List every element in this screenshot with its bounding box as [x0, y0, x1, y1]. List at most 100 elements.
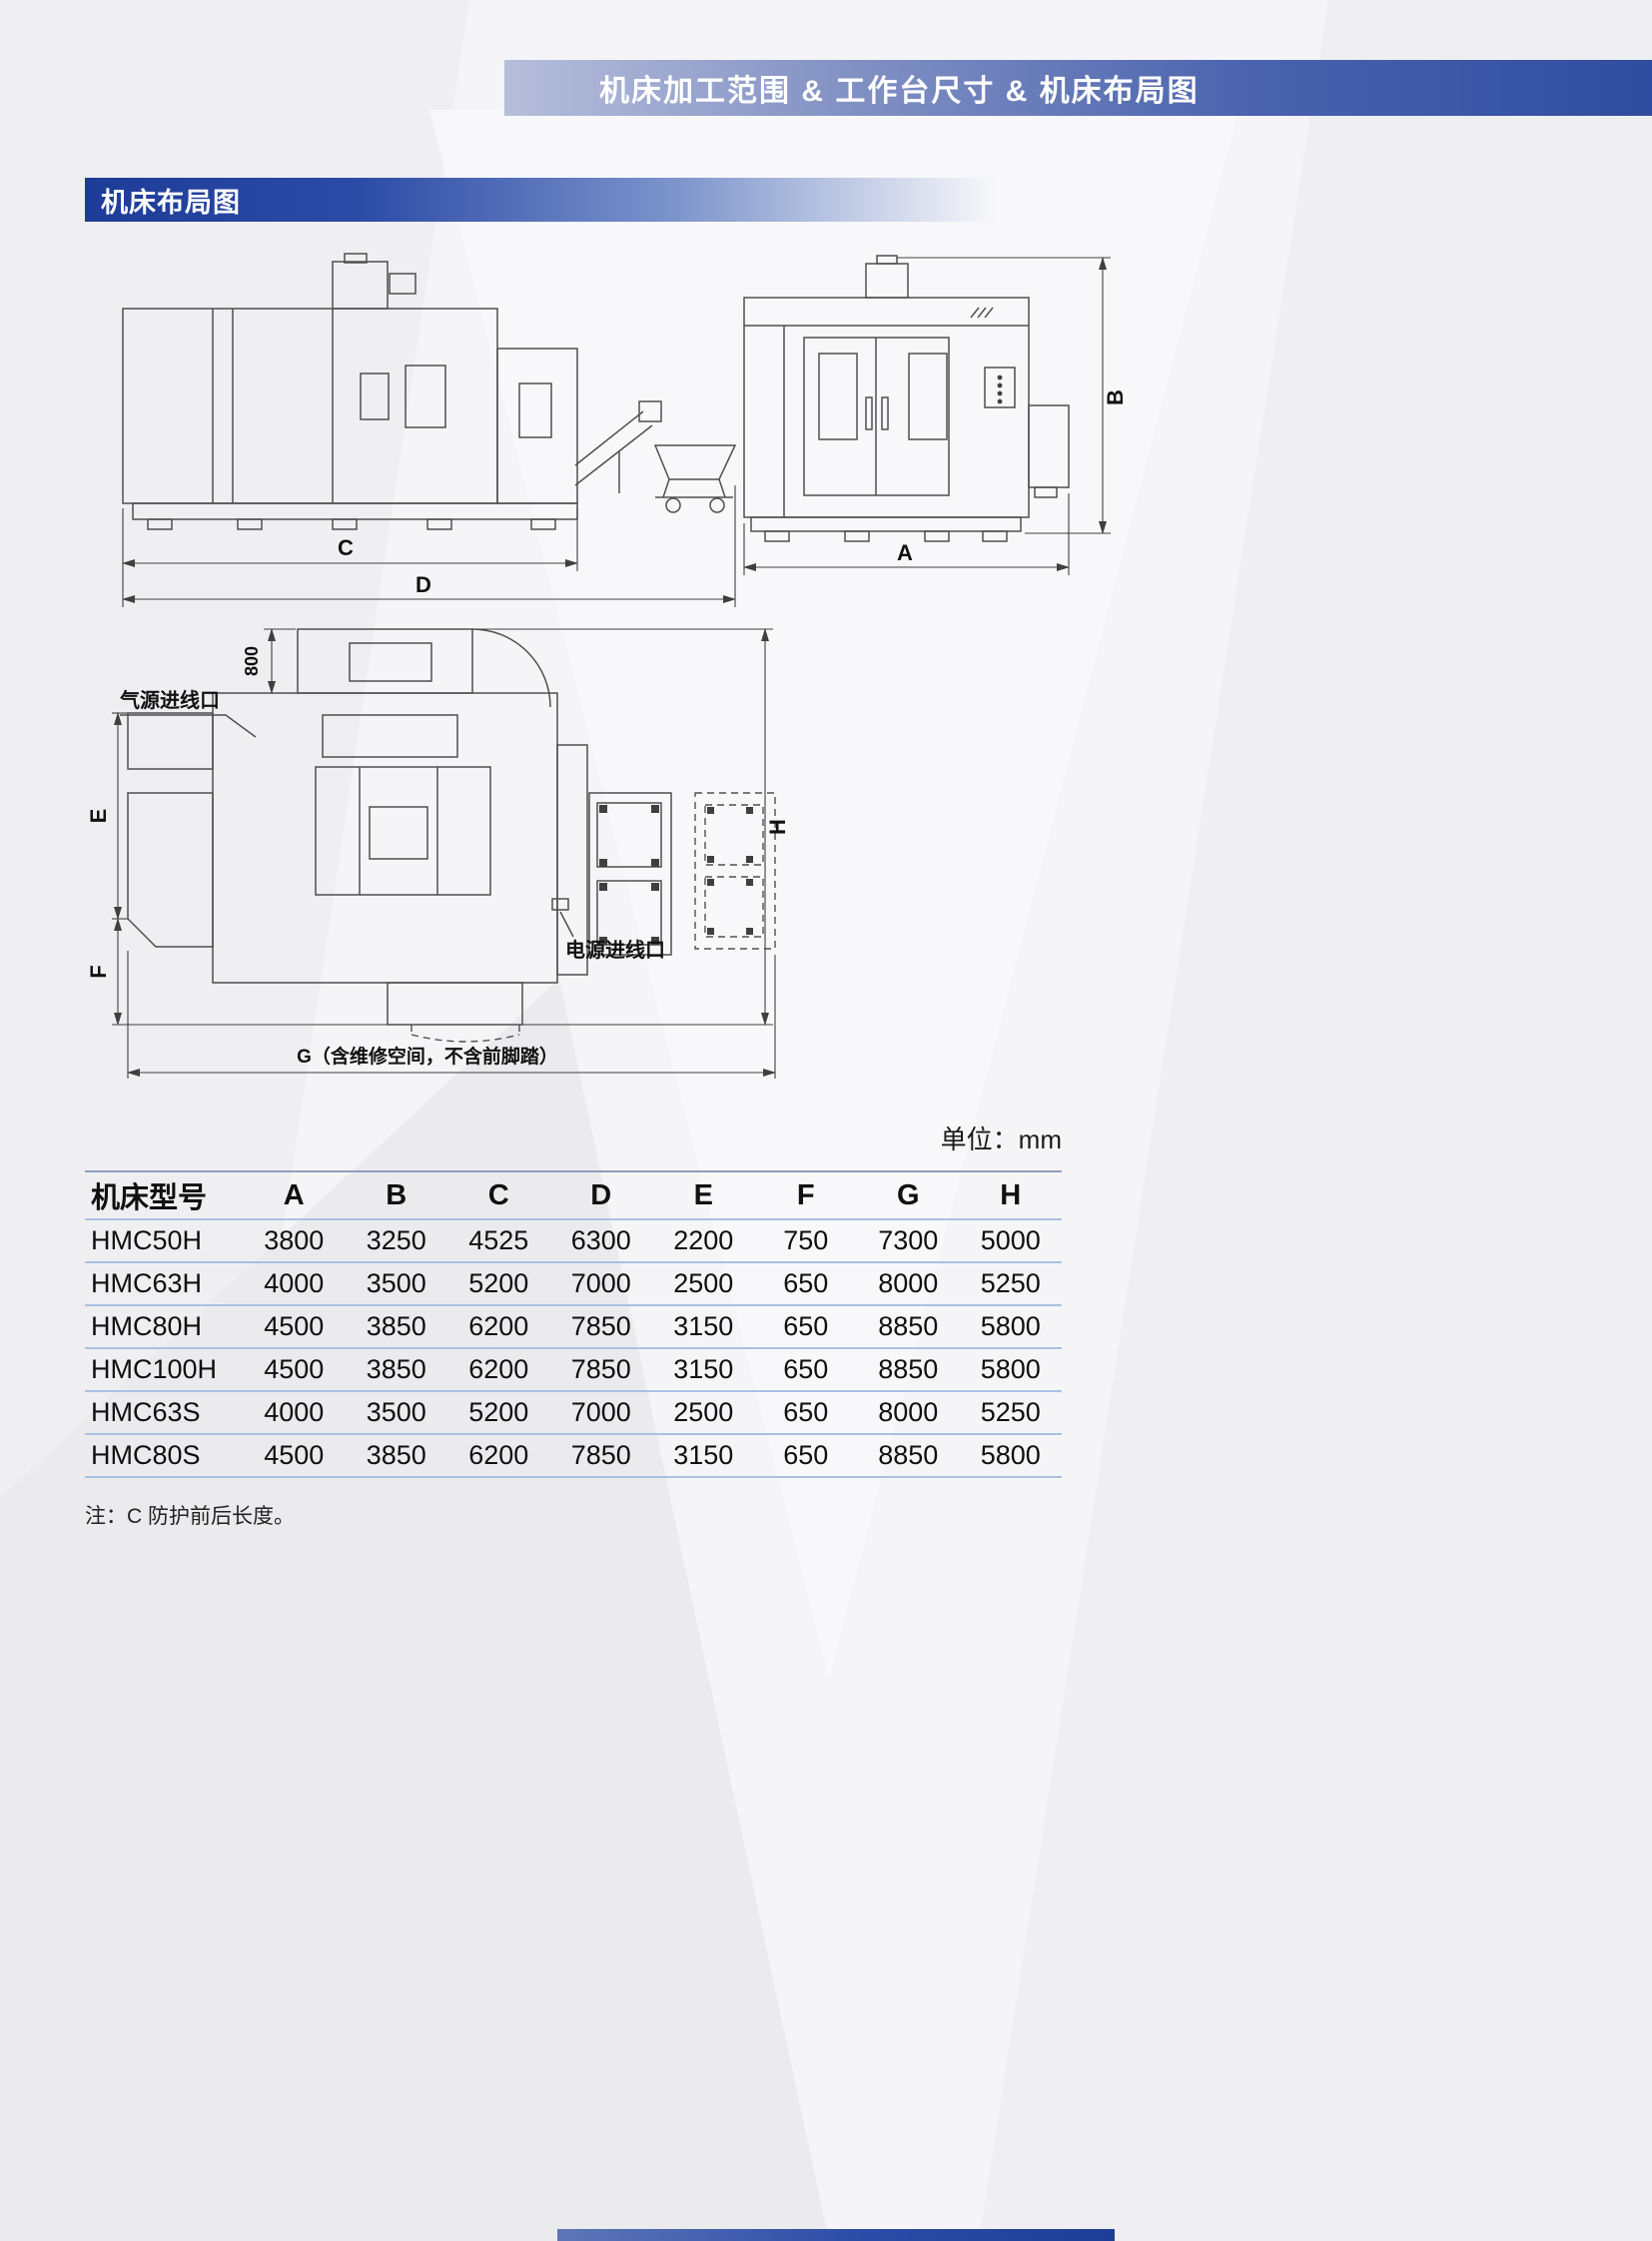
dim-label-e: E [86, 809, 111, 824]
brand-logo-mark [970, 307, 994, 319]
table-cell: 650 [754, 1434, 857, 1478]
col-header-h: H [959, 1170, 1062, 1220]
machine-front-view-drawing: A B [719, 255, 1129, 600]
dim-label-f: F [86, 965, 111, 978]
col-header-a: A [243, 1170, 346, 1220]
table-cell: 6300 [549, 1219, 652, 1263]
model-cell: HMC63H [85, 1262, 243, 1306]
table-cell: 5800 [959, 1348, 1062, 1392]
col-header-c: C [447, 1170, 550, 1220]
col-header-f: F [754, 1170, 857, 1220]
air-inlet-leader-line [120, 714, 257, 738]
table-cell: 7850 [549, 1434, 652, 1478]
table-cell: 7850 [549, 1348, 652, 1392]
dim-label-d: D [415, 572, 431, 597]
table-cell: 650 [754, 1391, 857, 1435]
machine-top-view-drawing: 800 E F H G（含维修空间，不含前脚踏） 气源进线口 电源进线口 [86, 615, 797, 1090]
table-cell: 2200 [652, 1219, 755, 1263]
model-cell: HMC80H [85, 1305, 243, 1349]
table-cell: 8000 [857, 1262, 960, 1306]
table-cell: 4500 [243, 1348, 346, 1392]
power-inlet-connector [551, 898, 569, 911]
table-cell: 4525 [447, 1219, 550, 1263]
table-row: HMC63H 4000 3500 5200 7000 2500 650 8000… [85, 1262, 1062, 1306]
machine-side-view-drawing: C D [108, 253, 737, 625]
table-cell: 5250 [959, 1262, 1062, 1306]
table-cell: 5800 [959, 1305, 1062, 1349]
table-cell: 3500 [345, 1262, 447, 1306]
side-view-dimension-lines [122, 485, 736, 607]
top-view-dimension-lines [112, 628, 776, 1079]
table-header-row: 机床型号 A B C D E F G H [85, 1170, 1062, 1220]
dim-label-g: G（含维修空间，不含前脚踏） [297, 1045, 558, 1068]
table-cell: 6200 [447, 1305, 550, 1349]
door-swing-arc-top [471, 628, 551, 708]
top-view-svg: 800 E F H G（含维修空间，不含前脚踏） 气源进线口 电源进线口 [86, 628, 790, 1079]
footnote: 注：C 防护前后长度。 [85, 1505, 295, 1528]
col-header-d: D [549, 1170, 652, 1220]
table-cell: 3850 [345, 1434, 447, 1478]
optional-pallet-station [411, 792, 776, 1043]
table-row: HMC63S 4000 3500 5200 7000 2500 650 8000… [85, 1391, 1062, 1435]
table-cell: 2500 [652, 1262, 755, 1306]
dim-label-800: 800 [242, 646, 262, 676]
table-cell: 5200 [447, 1262, 550, 1306]
table-cell: 4500 [243, 1434, 346, 1478]
table-cell: 8850 [857, 1305, 960, 1349]
table-cell: 3800 [243, 1219, 346, 1263]
col-header-model: 机床型号 [85, 1170, 243, 1220]
dim-label-c: C [338, 535, 354, 560]
table-cell: 750 [754, 1219, 857, 1263]
table-cell: 7000 [549, 1262, 652, 1306]
table-cell: 5000 [959, 1219, 1062, 1263]
pallet-corner-clamps [599, 805, 753, 945]
table-row: HMC100H 4500 3850 6200 7850 3150 650 885… [85, 1348, 1062, 1392]
model-cell: HMC50H [85, 1219, 243, 1263]
section-title: 机床布局图 [101, 187, 241, 218]
machine-plan-outline [120, 628, 672, 1026]
dim-label-a: A [897, 540, 913, 565]
col-header-e: E [652, 1170, 755, 1220]
door-swing-arc-bottom [411, 1025, 520, 1043]
model-cell: HMC63S [85, 1391, 243, 1435]
col-header-b: B [345, 1170, 447, 1220]
col-header-g: G [857, 1170, 960, 1220]
bottom-accent-bar [557, 2229, 1115, 2241]
table-cell: 4000 [243, 1391, 346, 1435]
table-cell: 3150 [652, 1305, 755, 1349]
table-cell: 650 [754, 1348, 857, 1392]
model-cell: HMC80S [85, 1434, 243, 1478]
table-cell: 7000 [549, 1391, 652, 1435]
front-view-dimension-lines [743, 257, 1111, 575]
table-row: HMC80S 4500 3850 6200 7850 3150 650 8850… [85, 1434, 1062, 1478]
table-row: HMC80H 4500 3850 6200 7850 3150 650 8850… [85, 1305, 1062, 1349]
table-cell: 5250 [959, 1391, 1062, 1435]
table-cell: 8850 [857, 1348, 960, 1392]
section-title-bar: 机床布局图 [85, 178, 996, 222]
table-cell: 3850 [345, 1305, 447, 1349]
side-view-svg: C D [122, 253, 737, 607]
table-cell: 4500 [243, 1305, 346, 1349]
page-header-band: 机床加工范围 & 工作台尺寸 & 机床布局图 [504, 60, 1652, 116]
dim-label-h: H [765, 819, 790, 835]
dim-label-b: B [1103, 389, 1128, 405]
front-view-svg: A B [743, 255, 1128, 575]
page-title: 机床加工范围 & 工作台尺寸 & 机床布局图 [599, 75, 1200, 108]
table-cell: 3500 [345, 1391, 447, 1435]
machine-front-outline [743, 255, 1070, 542]
chip-conveyor [574, 400, 737, 513]
model-cell: HMC100H [85, 1348, 243, 1392]
table-cell: 7300 [857, 1219, 960, 1263]
power-inlet-label: 电源进线口 [565, 938, 665, 962]
table-cell: 6200 [447, 1434, 550, 1478]
table-cell: 4000 [243, 1262, 346, 1306]
unit-label: 单位：mm [940, 1124, 1062, 1154]
table-cell: 3150 [652, 1348, 755, 1392]
table-cell: 3850 [345, 1348, 447, 1392]
dimension-table: 机床型号 A B C D E F G H HMC50H 3800 3250 45… [85, 1170, 1062, 1478]
table-cell: 650 [754, 1262, 857, 1306]
table-cell: 6200 [447, 1348, 550, 1392]
table-row: HMC50H 3800 3250 4525 6300 2200 750 7300… [85, 1219, 1062, 1263]
table-cell: 2500 [652, 1391, 755, 1435]
control-panel-dots [997, 374, 1003, 404]
